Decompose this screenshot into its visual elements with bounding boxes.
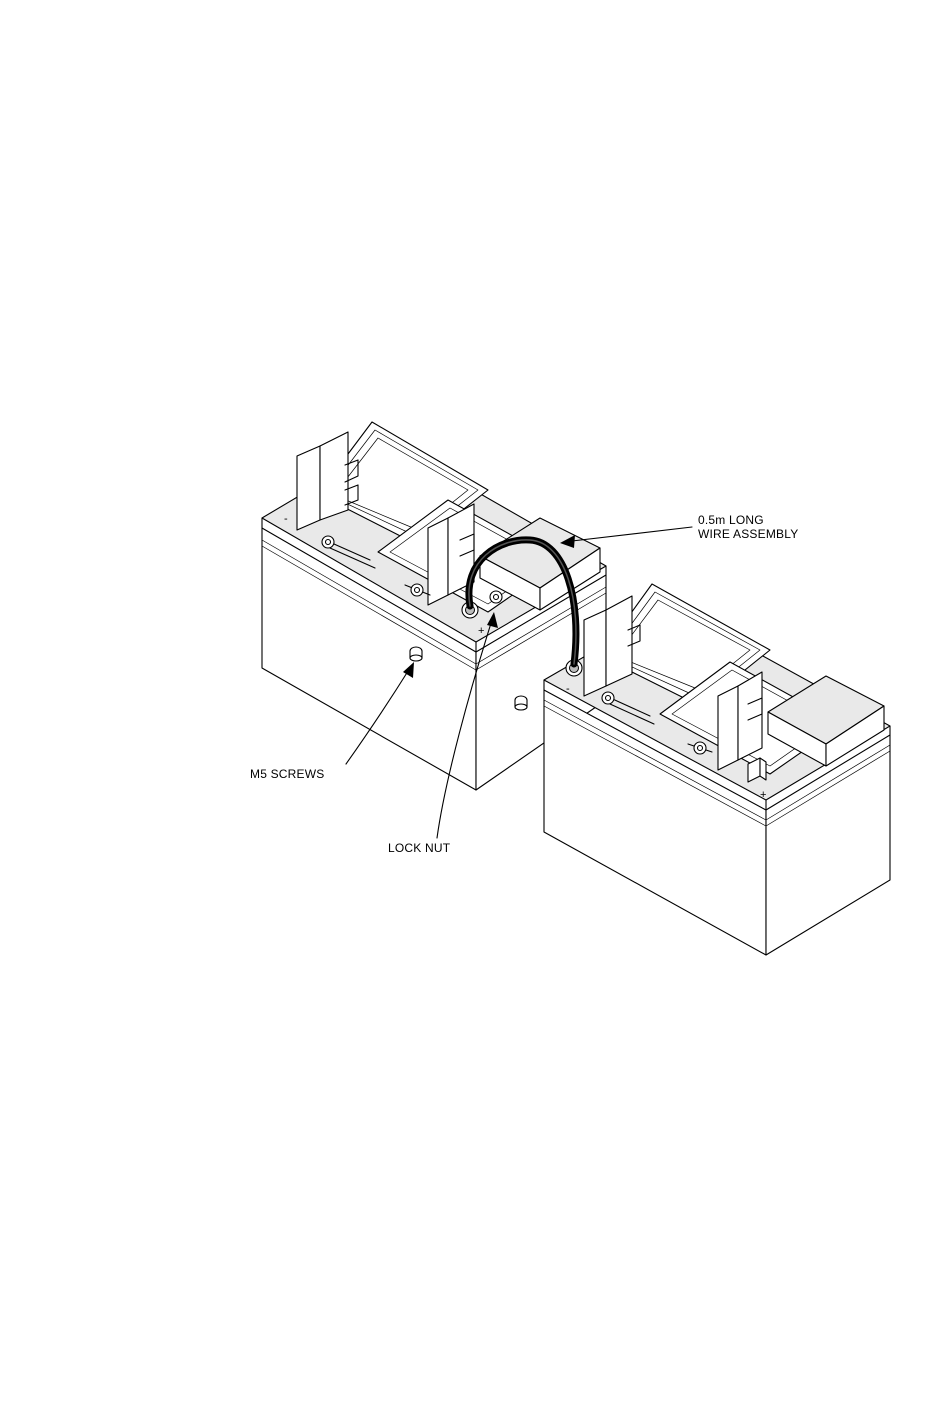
battery-left-negative-symbol: - <box>284 513 288 525</box>
m5-screw-right <box>515 696 527 710</box>
callout-m5-screws: M5 SCREWS <box>250 767 324 781</box>
battery-left-positive-symbol: + <box>478 625 484 637</box>
wire-assembly-label-line1: 0.5m LONG <box>698 513 798 527</box>
callout-lock-nut: LOCK NUT <box>388 841 450 855</box>
battery-right-negative-symbol: - <box>566 683 570 695</box>
m5-screw-left <box>410 647 422 661</box>
wire-assembly-label-line2: WIRE ASSEMBLY <box>698 527 798 541</box>
battery-right-positive-symbol: + <box>760 789 766 801</box>
callout-wire-assembly: 0.5m LONG WIRE ASSEMBLY <box>698 513 798 541</box>
